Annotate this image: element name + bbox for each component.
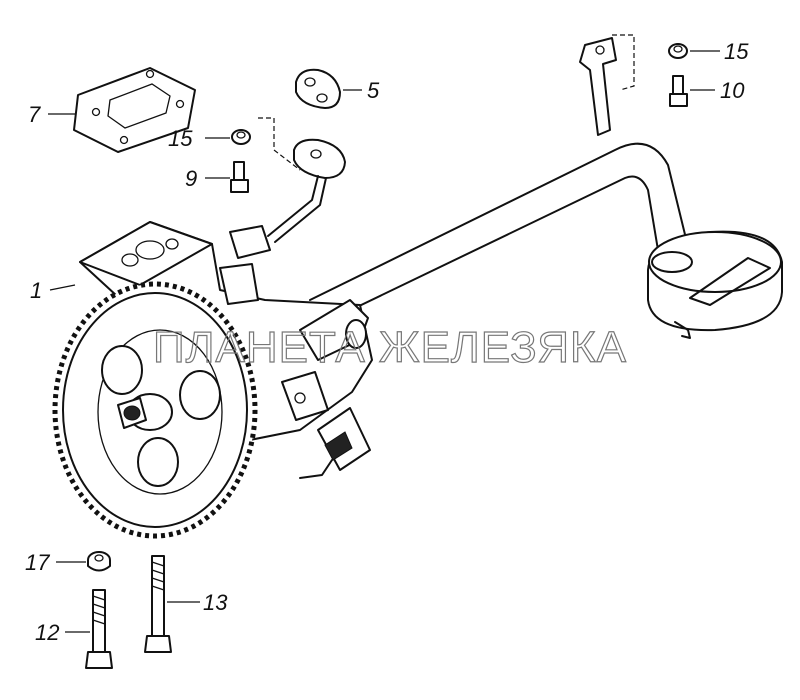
flange-gasket-part-5 bbox=[295, 68, 341, 109]
bolt-part-10 bbox=[669, 75, 688, 107]
washer-part-15-right bbox=[668, 43, 688, 59]
callout-17: 17 bbox=[25, 550, 50, 575]
callout-9: 9 bbox=[185, 166, 197, 191]
assembly-line-15-10 bbox=[612, 34, 635, 91]
callout-13: 13 bbox=[203, 590, 228, 615]
nut-part-17 bbox=[87, 551, 111, 572]
callout-7: 7 bbox=[28, 102, 41, 127]
pipe-bracket bbox=[579, 37, 617, 136]
bolt-part-13 bbox=[144, 555, 172, 653]
callout-12: 12 bbox=[35, 620, 59, 645]
oil-strainer bbox=[647, 230, 783, 339]
watermark-text: ПЛАНЕТА ЖЕЛЕЗЯКА bbox=[153, 323, 627, 372]
bolt-part-9 bbox=[230, 161, 249, 193]
pressure-tube bbox=[267, 138, 346, 243]
leader-line-1 bbox=[49, 284, 76, 291]
washer-part-15-left bbox=[231, 129, 251, 145]
callout-1: 1 bbox=[30, 278, 42, 303]
callout-5: 5 bbox=[367, 78, 380, 103]
callout-10: 10 bbox=[720, 78, 745, 103]
callout-15-left: 15 bbox=[168, 126, 193, 151]
bolt-part-12 bbox=[85, 589, 113, 669]
assembly-line-15-9 bbox=[258, 117, 301, 171]
bracket-hole bbox=[595, 45, 605, 55]
oil-intake-pipe bbox=[309, 37, 691, 321]
drive-gear bbox=[52, 281, 258, 539]
gasket-part-7 bbox=[73, 67, 196, 153]
callout-15-right: 15 bbox=[724, 39, 749, 64]
